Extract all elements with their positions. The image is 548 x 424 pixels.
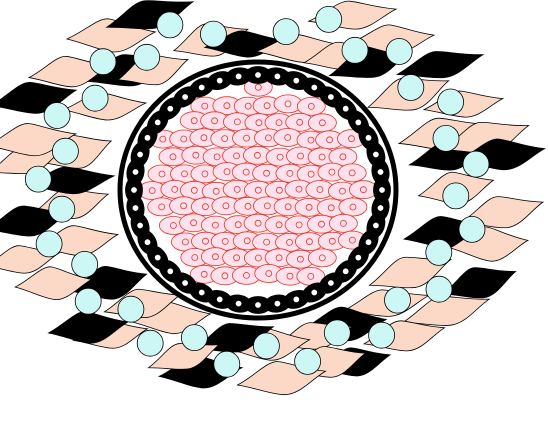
boundary-cell-nucleus (355, 119, 361, 125)
inner-cell (308, 114, 336, 132)
boundary-cell-nucleus (235, 73, 241, 79)
round-cell (72, 251, 98, 277)
round-cell (253, 333, 279, 359)
round-cell (385, 287, 411, 313)
boundary-cell-nucleus (144, 135, 150, 141)
boundary-cell-nucleus (311, 84, 317, 90)
boundary-cell-nucleus (132, 169, 138, 175)
boundary-cell-nucleus (199, 84, 205, 90)
round-cell (157, 12, 183, 38)
boundary-cell-nucleus (373, 222, 379, 228)
round-cell (273, 19, 299, 45)
central-cluster (120, 62, 396, 318)
round-cell (214, 351, 240, 377)
round-cell (438, 89, 464, 115)
round-cell (118, 296, 144, 322)
boundary-cell-nucleus (365, 239, 371, 245)
boundary-cell-nucleus (235, 300, 241, 306)
boundary-cell-nucleus (167, 106, 173, 112)
round-cell (25, 166, 51, 192)
boundary-cell-nucleus (144, 239, 150, 245)
boundary-cell-nucleus (274, 300, 280, 306)
inner-cell (308, 249, 336, 267)
boundary-cell-nucleus (182, 94, 188, 100)
round-cell (52, 138, 78, 164)
round-cell (75, 288, 101, 314)
boundary-cell-nucleus (328, 94, 334, 100)
round-cell (426, 276, 452, 302)
boundary-cell-nucleus (132, 205, 138, 211)
round-cell (316, 6, 342, 32)
boundary-cell-nucleus (343, 268, 349, 274)
round-cell (90, 49, 116, 75)
boundary-cell-nucleus (155, 254, 161, 260)
boundary-cell-nucleus (131, 187, 137, 193)
round-cell (134, 44, 160, 70)
inner-cell (338, 164, 366, 182)
round-cell (433, 125, 459, 151)
round-cell (459, 216, 485, 242)
round-cell (324, 320, 350, 346)
boundary-cell-nucleus (377, 169, 383, 175)
boundary-cell-nucleus (167, 268, 173, 274)
round-cell (181, 325, 207, 351)
inner-cell (297, 97, 325, 115)
inner-cell (329, 214, 357, 232)
boundary-cell-nucleus (328, 280, 334, 286)
round-cell (386, 39, 412, 65)
boundary-cell-nucleus (217, 77, 223, 83)
inner-cell (339, 198, 367, 216)
boundary-cell-nucleus (199, 289, 205, 295)
boundary-cell-nucleus (255, 302, 261, 308)
round-cell (443, 183, 469, 209)
round-cell (463, 151, 489, 177)
round-cell (295, 348, 321, 374)
boundary-cell-nucleus (182, 280, 188, 286)
boundary-cell-nucleus (343, 106, 349, 112)
round-cell (36, 231, 62, 257)
boundary-cell-nucleus (311, 289, 317, 295)
round-cell (200, 21, 226, 47)
round-cell (398, 75, 424, 101)
round-cell (82, 85, 108, 111)
round-cell (369, 322, 395, 348)
boundary-cell-nucleus (293, 77, 299, 83)
boundary-cell-nucleus (217, 296, 223, 302)
boundary-cell-nucleus (377, 205, 383, 211)
boundary-cell-nucleus (155, 119, 161, 125)
boundary-cell-nucleus (293, 296, 299, 302)
round-cell (49, 196, 75, 222)
boundary-cell-nucleus (274, 73, 280, 79)
round-cell (137, 330, 163, 356)
round-cell (44, 103, 70, 129)
round-cell (342, 37, 368, 63)
boundary-cell-nucleus (373, 151, 379, 157)
boundary-cell-nucleus (137, 151, 143, 157)
boundary-cell-nucleus (255, 72, 261, 78)
boundary-cell-nucleus (365, 135, 371, 141)
boundary-cell-nucleus (379, 187, 385, 193)
boundary-cell-nucleus (355, 254, 361, 260)
boundary-cell-nucleus (137, 222, 143, 228)
round-cell (426, 239, 452, 265)
